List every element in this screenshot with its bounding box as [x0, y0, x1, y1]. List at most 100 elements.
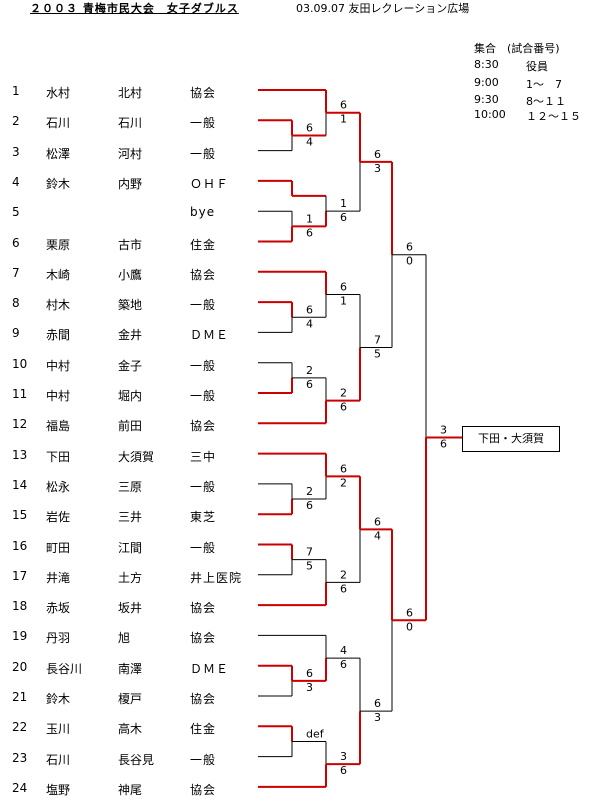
- player-1-name: 赤間: [46, 328, 71, 343]
- club-name: ＯＨＦ: [190, 176, 230, 191]
- match-score: 2: [340, 568, 347, 581]
- date-venue: 03.09.07 友田レクレーション広場: [296, 2, 470, 15]
- match-score: 4: [374, 529, 381, 542]
- schedule-time: 9:00: [474, 76, 499, 89]
- player-2-name: 坂井: [118, 601, 143, 616]
- player-1-name: 塩野: [46, 782, 71, 797]
- player-1-name: 鈴木: [46, 176, 71, 191]
- match-score: 4: [306, 135, 313, 148]
- club-name: 協会: [190, 631, 217, 646]
- club-name: 一般: [190, 752, 217, 767]
- match-score: 6: [440, 437, 447, 450]
- player-2-name: 榎戸: [118, 692, 143, 706]
- player-2-name: 金井: [118, 328, 143, 343]
- match-score: 5: [306, 560, 313, 573]
- club-name: 協会: [190, 419, 217, 434]
- schedule-range: １２～１５: [526, 110, 581, 123]
- club-name: 住金: [190, 237, 217, 252]
- schedule-heading: 集合 (試合番号): [474, 42, 560, 55]
- match-score: 6: [340, 99, 347, 112]
- player-2-name: 古市: [118, 237, 143, 252]
- player-1-name: 赤坂: [46, 601, 71, 616]
- player-2-name: 堀内: [118, 389, 143, 403]
- entry-number: 22: [12, 720, 28, 735]
- match-score: 0: [406, 620, 413, 633]
- player-1-name: 石川: [46, 752, 71, 767]
- player-1-name: 木崎: [46, 267, 71, 282]
- club-name: 一般: [190, 116, 217, 131]
- match-score: 6: [306, 121, 313, 134]
- entry-number: 10: [12, 356, 28, 371]
- schedule-range: 1～ 7: [526, 78, 562, 91]
- player-2-name: 高木: [118, 722, 143, 737]
- match-score: 1: [340, 295, 347, 308]
- player-2-name: 三井: [118, 510, 143, 525]
- match-score: 6: [406, 241, 413, 254]
- match-score: 2: [340, 387, 347, 400]
- club-name: 協会: [190, 86, 217, 100]
- player-2-name: 金子: [118, 358, 143, 373]
- player-2-name: 石川: [118, 116, 143, 131]
- entry-number: 19: [12, 629, 28, 644]
- page-title: ２００３ 青梅市民大会 女子ダブルス: [30, 2, 239, 15]
- entry-number: 3: [12, 144, 20, 159]
- player-1-name: 岩佐: [46, 510, 71, 525]
- club-name: 協会: [190, 601, 217, 616]
- player-2-name: 大須賀: [118, 449, 155, 464]
- player-1-name: 松澤: [46, 146, 71, 161]
- entry-number: 18: [12, 599, 28, 614]
- match-score: 3: [440, 423, 447, 436]
- match-score: 0: [406, 255, 413, 268]
- entry-number: 1: [12, 84, 20, 98]
- club-name: ＤＭＥ: [190, 661, 230, 676]
- match-score: 3: [374, 711, 381, 724]
- match-score: 2: [340, 476, 347, 489]
- player-1-name: 水村: [46, 86, 71, 100]
- entry-number: 16: [12, 538, 28, 553]
- player-1-name: 栗原: [46, 237, 71, 252]
- player-2-name: 土方: [118, 570, 143, 585]
- match-score: 6: [340, 281, 347, 294]
- club-name: 一般: [190, 389, 217, 403]
- entry-number: 17: [12, 568, 28, 583]
- player-2-name: 河村: [118, 146, 143, 161]
- match-score: 6: [406, 606, 413, 619]
- match-score: 6: [374, 515, 381, 528]
- match-score: 6: [306, 378, 313, 391]
- match-score: 6: [306, 303, 313, 316]
- player-2-name: 築地: [118, 298, 143, 313]
- match-score: 6: [306, 667, 313, 680]
- club-name: 協会: [190, 782, 217, 797]
- player-1-name: 下田: [46, 449, 71, 464]
- schedule-time: 9:30: [474, 93, 499, 106]
- player-2-name: 内野: [118, 176, 143, 191]
- match-score: def: [306, 727, 325, 740]
- club-name: 一般: [190, 358, 217, 373]
- entry-number: 24: [12, 780, 28, 795]
- match-score: 1: [306, 212, 313, 225]
- player-2-name: 北村: [118, 86, 143, 100]
- player-2-name: 前田: [118, 419, 143, 434]
- match-score: 6: [340, 658, 347, 671]
- club-name: bye: [190, 205, 216, 220]
- player-2-name: 南澤: [118, 661, 143, 676]
- club-name: 一般: [190, 540, 217, 555]
- club-name: 住金: [190, 722, 217, 737]
- schedule-time: 10:00: [474, 108, 506, 121]
- player-1-name: 中村: [46, 358, 71, 373]
- player-1-name: 石川: [46, 116, 71, 131]
- entry-number: 14: [12, 477, 28, 492]
- match-score: 6: [340, 462, 347, 475]
- entry-number: 23: [12, 750, 28, 765]
- match-score: 6: [340, 211, 347, 224]
- match-score: 6: [374, 148, 381, 161]
- match-score: 6: [306, 499, 313, 512]
- club-name: 一般: [190, 479, 217, 494]
- player-1-name: 玉川: [46, 722, 71, 737]
- match-score: 6: [340, 401, 347, 414]
- player-1-name: 町田: [46, 540, 71, 555]
- match-score: 6: [340, 582, 347, 595]
- schedule-range: 役員: [526, 60, 548, 73]
- player-1-name: 村木: [46, 298, 71, 313]
- match-score: 3: [306, 681, 313, 694]
